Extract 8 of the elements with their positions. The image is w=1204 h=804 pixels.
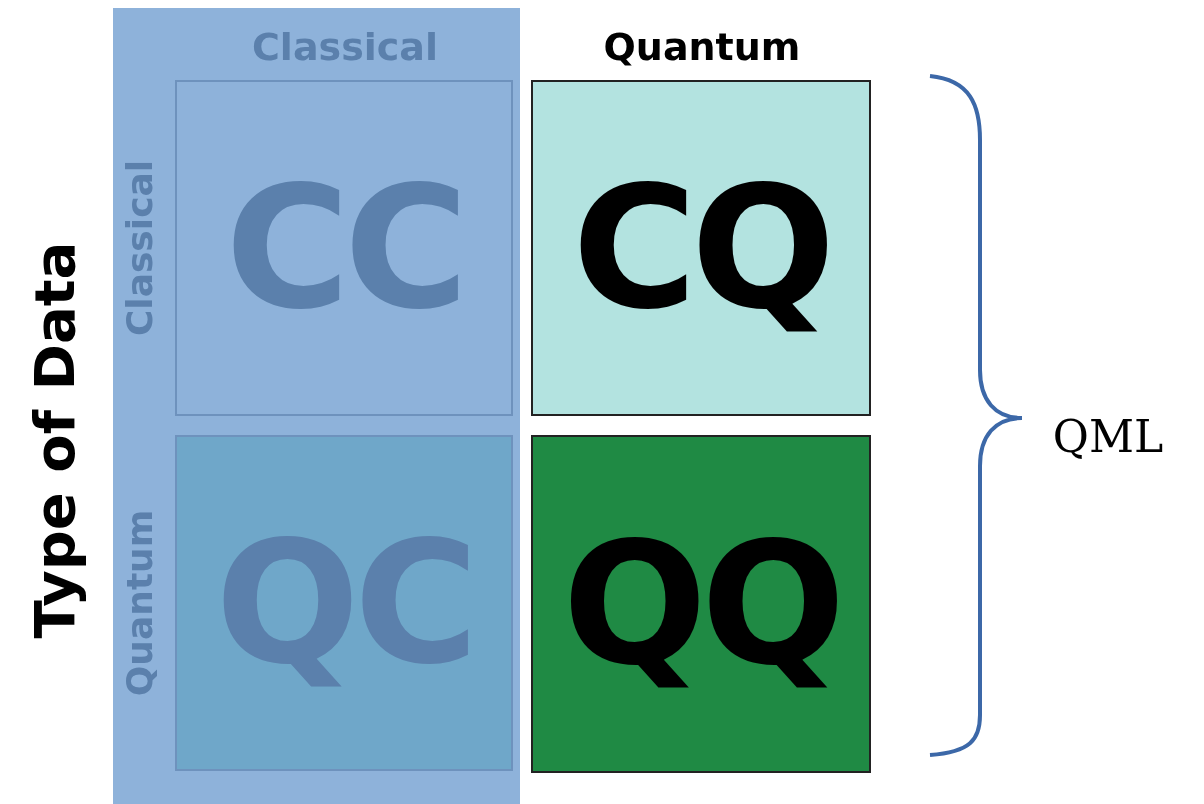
quadrant-label: QQ [562,519,840,689]
quadrant-box [175,80,513,416]
quadrant-box [531,80,871,416]
bracket-label: QML [1052,415,1164,459]
column-header: Quantum [603,28,801,66]
quadrant-box [531,435,871,773]
quadrant-label: CQ [572,163,830,333]
quadrant-box [175,435,513,771]
